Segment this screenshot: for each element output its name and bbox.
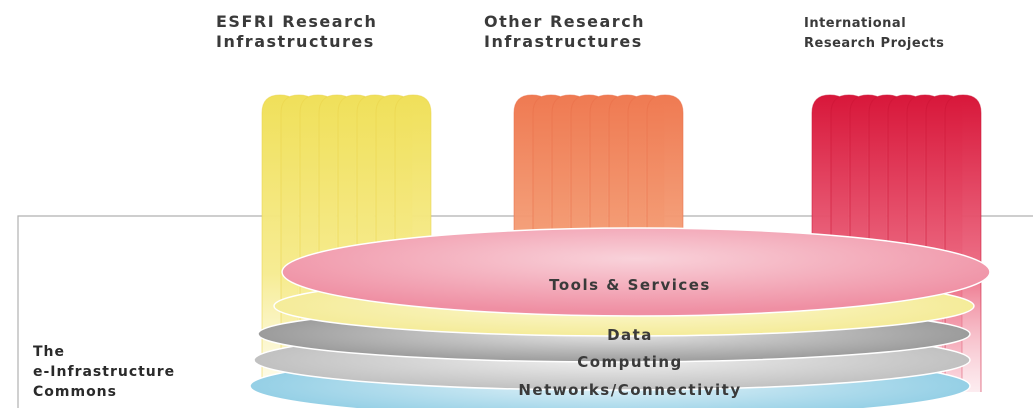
layer-label-networks: Networks/Connectivity: [518, 381, 742, 399]
column-label-line: Infrastructures: [216, 32, 375, 51]
column-label-line: International: [804, 16, 907, 31]
layer-label-tools-services: Tools & Services: [549, 276, 711, 294]
pillar-ribbon: [944, 94, 982, 392]
commons-label-line: The: [33, 344, 66, 360]
column-label-line: Infrastructures: [484, 32, 643, 51]
column-label-line: ESFRI Research: [216, 12, 378, 31]
column-label-line: Other Research: [484, 12, 646, 31]
column-label-international: International Research Projects: [804, 14, 944, 54]
layer-label-data: Data: [607, 326, 653, 344]
layer-disc-tools: [281, 227, 991, 317]
commons-label-line: e-Infrastructure: [33, 364, 176, 380]
layer-label-computing: Computing: [577, 353, 683, 371]
commons-label: The e-Infrastructure Commons: [33, 342, 175, 402]
column-label-other: Other Research Infrastructures: [484, 12, 645, 52]
commons-label-line: Commons: [33, 384, 117, 400]
column-label-line: Research Projects: [804, 36, 945, 51]
column-label-esfri: ESFRI Research Infrastructures: [216, 12, 377, 52]
commons-boundary-box: [17, 215, 1033, 408]
